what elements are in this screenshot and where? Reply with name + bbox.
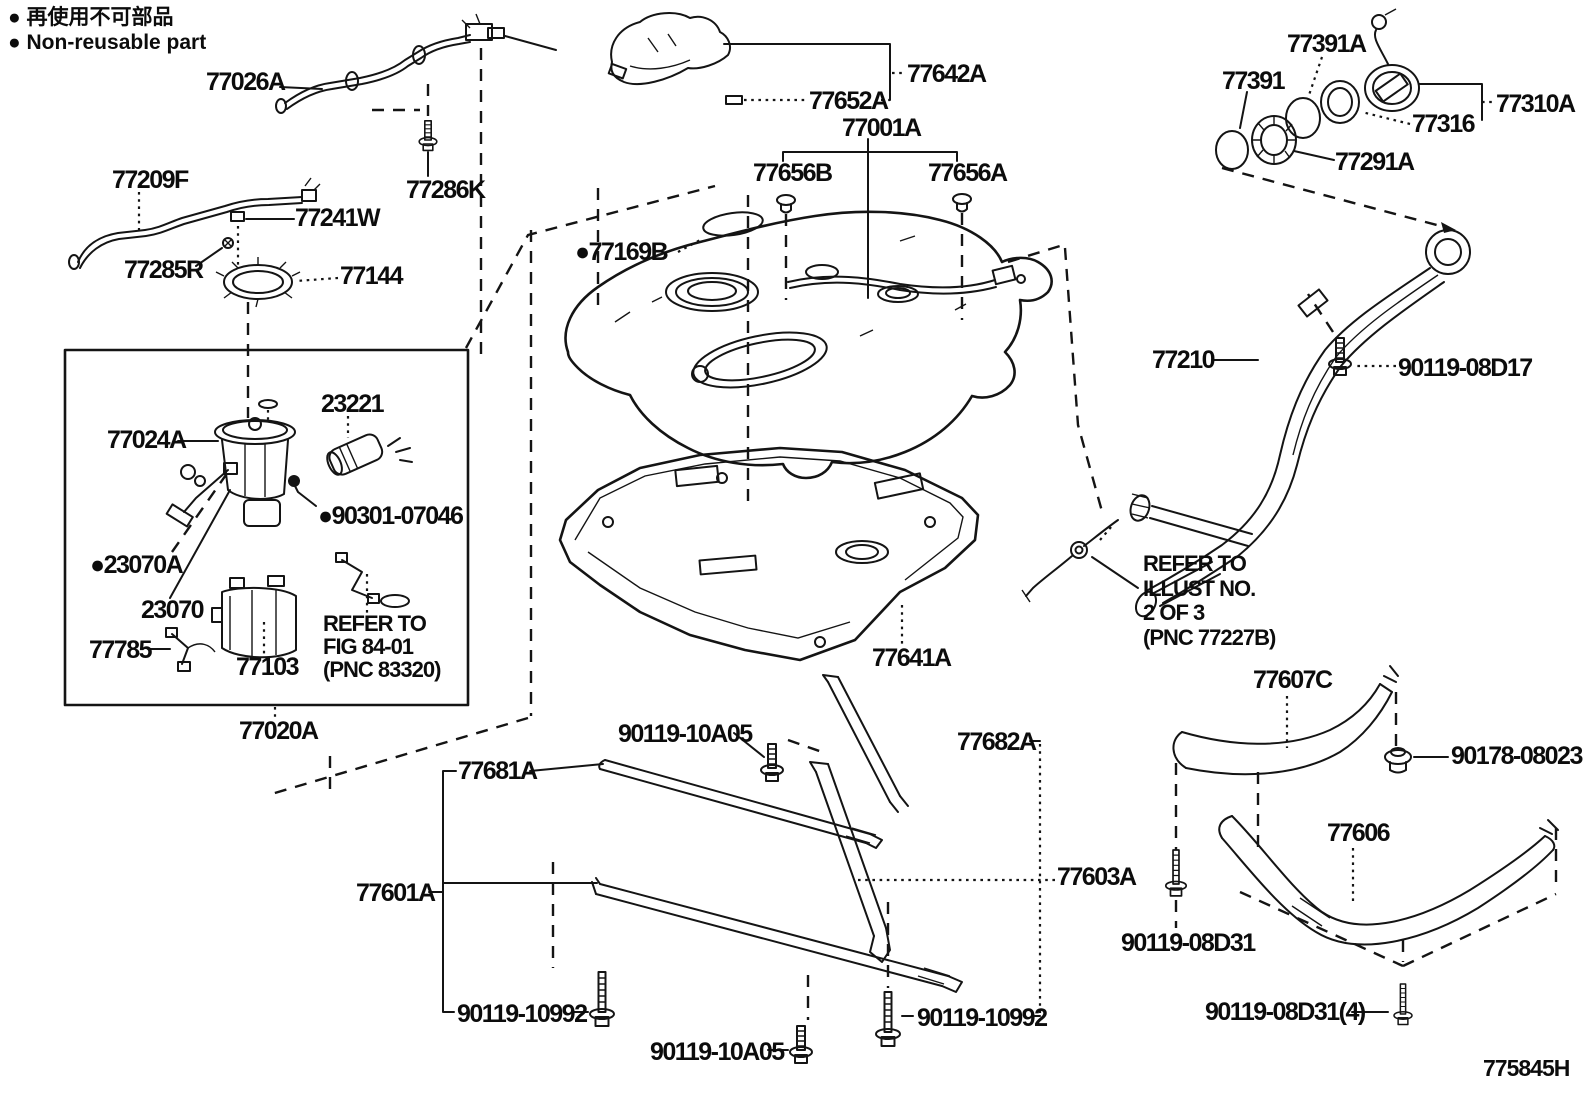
note-refer-fig: REFER TO FIG 84-01 (PNC 83320) xyxy=(323,611,441,682)
note-refer-illust: REFER TO ILLUST NO. 2 OF 3 (PNC 77227B) xyxy=(1143,551,1276,650)
part-label-77656b[interactable]: 77656B xyxy=(753,159,833,187)
part-label-77391a[interactable]: 77391A xyxy=(1287,30,1367,58)
note-refer-fig-line2: FIG 84-01 xyxy=(323,634,414,659)
pump-module-box xyxy=(63,348,470,720)
fuel-cap-parts xyxy=(1215,8,1493,233)
part-label-77020a[interactable]: 77020A xyxy=(239,717,319,745)
part-label-77285r[interactable]: 77285R xyxy=(124,256,204,284)
part-label-77682a[interactable]: 77682A xyxy=(957,728,1037,756)
fuel-tank-77001a xyxy=(564,138,1061,480)
part-label-77641a[interactable]: 77641A xyxy=(872,644,952,672)
part-label-77785[interactable]: 77785 xyxy=(89,636,153,664)
screw-90119-10a05-top xyxy=(733,732,826,782)
part-label-77606[interactable]: 77606 xyxy=(1327,819,1391,847)
fuel-tube-77209f xyxy=(68,177,321,270)
part-label-90119-10a05-top[interactable]: 90119-10A05 xyxy=(618,720,753,748)
part-label-90119-08d31-4[interactable]: 90119-08D31(4) xyxy=(1205,998,1366,1026)
part-label-77001a[interactable]: 77001A xyxy=(842,114,922,142)
tank-shield-77642a xyxy=(607,12,905,105)
strap-77606 xyxy=(1218,815,1559,946)
part-label-23070a[interactable]: ●23070A xyxy=(90,551,184,579)
part-label-77601a[interactable]: 77601A xyxy=(356,879,436,907)
note-refer-illust-line2: ILLUST NO. xyxy=(1143,575,1256,601)
tank-band-77601a xyxy=(442,877,963,993)
part-label-90119-10a05-bottom[interactable]: 90119-10A05 xyxy=(650,1038,785,1066)
note-refer-illust-line3: 2 OF 3 xyxy=(1143,600,1205,625)
tank-protector-77641a xyxy=(558,446,980,662)
part-label-90119-08d31[interactable]: 90119-08D31 xyxy=(1121,929,1256,957)
part-label-77144[interactable]: 77144 xyxy=(340,262,404,290)
bolt-90119-08d31-4 xyxy=(1239,828,1558,1026)
part-label-77607c[interactable]: 77607C xyxy=(1253,666,1333,694)
bolt-90119-08d31 xyxy=(1164,763,1188,928)
bolt-90119-10992-left xyxy=(551,862,615,1027)
part-label-90119-10992-right[interactable]: 90119-10992 xyxy=(917,1004,1048,1032)
part-label-77656a[interactable]: 77656A xyxy=(928,159,1008,187)
tank-band-77603a xyxy=(809,761,1055,963)
part-label-77291a[interactable]: 77291A xyxy=(1335,148,1415,176)
part-label-90119-08d17[interactable]: 90119-08D17 xyxy=(1398,354,1533,382)
part-label-90119-10992-left[interactable]: 90119-10992 xyxy=(457,1000,588,1028)
dash-line xyxy=(267,716,529,797)
fuel-pump-assembly xyxy=(147,399,413,672)
diagram-code: 775845H xyxy=(1483,1055,1570,1081)
part-label-77310a[interactable]: 77310A xyxy=(1496,90,1576,118)
bolt-77285r xyxy=(222,237,234,249)
part-label-77241w[interactable]: 77241W xyxy=(295,204,381,232)
tank-band-77681a xyxy=(529,759,883,849)
part-label-77391[interactable]: 77391 xyxy=(1222,67,1286,95)
note-refer-illust-line1: REFER TO xyxy=(1143,551,1247,576)
part-label-77209f[interactable]: 77209F xyxy=(112,166,189,194)
bolt-90119-10992-right xyxy=(875,902,914,1047)
part-label-90178-08023[interactable]: 90178-08023 xyxy=(1451,742,1583,770)
fuel-tube-77026a xyxy=(275,13,557,114)
dash-line xyxy=(464,184,716,349)
part-label-77603a[interactable]: 77603A xyxy=(1057,863,1137,891)
filler-pipe-77210 xyxy=(1021,229,1471,618)
part-label-77103[interactable]: 77103 xyxy=(236,653,300,681)
part-label-90301-07046[interactable]: ●90301-07046 xyxy=(318,502,464,530)
part-label-77652a[interactable]: 77652A xyxy=(809,87,889,115)
clip-77241w xyxy=(230,211,245,268)
tank-band-77682a xyxy=(822,674,909,813)
part-label-77169b[interactable]: ●77169B xyxy=(575,238,669,266)
screw-90119-10a05-bottom xyxy=(767,975,813,1064)
nut-90178-08023 xyxy=(1384,692,1449,774)
part-label-77286k[interactable]: 77286K xyxy=(406,176,486,204)
screw-77286k xyxy=(372,84,438,177)
part-label-77316[interactable]: 77316 xyxy=(1412,110,1476,138)
part-label-77642a[interactable]: 77642A xyxy=(907,60,987,88)
note-refer-fig-line1: REFER TO xyxy=(323,611,427,636)
part-label-23221[interactable]: 23221 xyxy=(321,390,385,418)
lock-ring-77144 xyxy=(215,257,301,308)
part-label-77024a[interactable]: 77024A xyxy=(107,426,187,454)
legend-jp: ● 再使用不可部品 xyxy=(8,6,174,29)
leader-77144 xyxy=(295,276,339,283)
legend-en: ● Non-reusable part xyxy=(8,31,207,54)
leader-77026a xyxy=(279,86,323,90)
strap-77607c xyxy=(1172,665,1399,852)
note-refer-fig-line3: (PNC 83320) xyxy=(323,657,441,682)
part-label-77026a[interactable]: 77026A xyxy=(206,68,286,96)
leader-77285r xyxy=(195,247,223,267)
note-refer-illust-line4: (PNC 77227B) xyxy=(1143,624,1276,650)
part-label-77681a[interactable]: 77681A xyxy=(458,757,538,785)
part-label-77210[interactable]: 77210 xyxy=(1152,346,1216,374)
bracket-77681a xyxy=(442,770,457,1013)
part-label-23070[interactable]: 23070 xyxy=(141,596,205,624)
